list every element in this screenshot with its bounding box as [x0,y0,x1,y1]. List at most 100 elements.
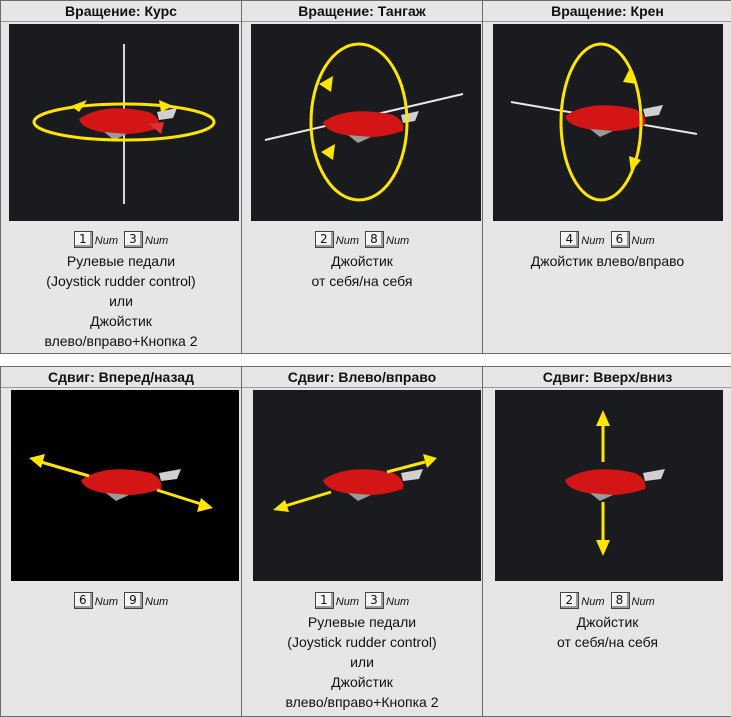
desc-line: от себя/на себя [557,634,658,650]
num-label: Num [145,596,169,608]
right-line [386,460,426,474]
numpad-key[interactable]: 1 [73,230,93,248]
left-line [284,490,332,508]
numpad-key[interactable]: 3 [365,591,384,609]
roll-diagram [510,42,698,202]
yaw-illustration [9,24,239,221]
yaw-description: Рулевые педали (Joystick rudder control)… [3,251,239,351]
numpad-key[interactable]: 6 [610,230,630,248]
forward-arrow-icon [29,454,45,468]
key-group: 8 Num [610,591,655,609]
right-arrow-icon [423,454,437,468]
up-arrow-icon [596,410,610,426]
back-line [156,488,202,506]
translation-side-title: Сдвиг: Влево/вправо [242,367,482,388]
roll-arrow-top-icon [623,70,637,84]
yaw-arrow-left-icon [71,100,87,112]
translation-vertical-title: Сдвиг: Вверх/вниз [483,367,731,388]
side-illustration [253,390,481,581]
pitch-description: Джойстик от себя/на себя [244,251,480,291]
desc-line: (Joystick rudder control) [46,273,196,289]
rotation-roll-cell: Вращение: Крен 4 Num 6 Num [483,1,731,353]
desc-line: Джойстик влево/вправо [530,253,685,269]
desc-line: от себя/на себя [311,273,413,289]
desc-line: или [109,293,133,309]
down-arrow-icon [596,540,610,556]
desc-line: или [350,654,374,670]
pitch-arrow-top-icon [319,76,333,92]
roll-ring [559,42,643,202]
numpad-key[interactable]: 2 [314,230,334,248]
ship-icon [565,105,663,137]
numpad-key[interactable]: 2 [560,591,580,609]
roll-arrow-bottom-icon [629,156,641,172]
yaw-ring [32,102,216,142]
back-arrow-icon [197,498,213,512]
num-label: Num [94,235,118,247]
translation-table: Сдвиг: Вперед/назад 6 Num 9 Num [0,366,731,717]
ship-icon [323,469,423,501]
key-group: 1 Num [73,230,118,248]
numpad-key[interactable]: 8 [610,591,630,609]
vertical-diagram [565,410,665,556]
roll-description: Джойстик влево/вправо [485,251,730,271]
key-group: 3 Num [365,591,410,609]
forward-diagram [29,454,213,512]
ship-icon [565,469,665,501]
num-label: Num [386,596,410,608]
forward-line [40,460,90,478]
ship-icon [79,108,177,140]
num-label: Num [581,596,605,608]
key-group: 4 Num [560,230,605,248]
vertical-description: Джойстик от себя/на себя [485,612,730,652]
key-group: 2 Num [314,230,359,248]
vertical-keys: 2 Num 8 Num [483,589,731,611]
translation-forward-title: Сдвиг: Вперед/назад [1,367,241,388]
key-group: 9 Num [124,591,169,609]
numpad-key[interactable]: 9 [124,591,143,609]
side-diagram [273,454,437,512]
forward-keys: 6 Num 9 Num [1,589,241,611]
side-keys: 1 Num 3 Num [242,589,482,611]
desc-line: Рулевые педали [307,614,417,630]
num-label: Num [631,235,655,247]
translation-forward-cell: Сдвиг: Вперед/назад 6 Num 9 Num [1,367,241,716]
desc-line: влево/вправо+Кнопка 2 [44,333,198,349]
num-label: Num [335,596,359,608]
num-label: Num [386,235,410,247]
key-group: 2 Num [560,591,605,609]
pitch-ring [309,42,409,202]
desc-line: Джойстик [331,674,393,690]
rotation-yaw-cell: Вращение: Курс 1 Num 3 [1,1,241,353]
numpad-key[interactable]: 8 [365,230,384,248]
numpad-key[interactable]: 4 [560,230,580,248]
rotation-yaw-title: Вращение: Курс [1,1,241,22]
num-label: Num [631,596,655,608]
ship-icon [81,469,181,501]
desc-line: Рулевые педали [66,253,176,269]
translation-vertical-cell: Сдвиг: Вверх/вниз 2 Num 8 Num [483,367,731,716]
numpad-key[interactable]: 3 [124,230,143,248]
roll-keys: 4 Num 6 Num [483,228,731,250]
left-arrow-icon [273,500,289,512]
key-group: 8 Num [365,230,410,248]
yaw-keys: 1 Num 3 Num [1,228,241,250]
rotation-pitch-title: Вращение: Тангаж [242,1,482,22]
desc-line: влево/вправо+Кнопка 2 [285,694,439,710]
numpad-key[interactable]: 6 [73,591,93,609]
pitch-arrow-bottom-icon [321,144,335,160]
vertical-illustration [495,390,723,581]
desc-line: Джойстик [576,614,639,630]
desc-line: (Joystick rudder control) [287,634,437,650]
desc-line: Джойстик [331,253,393,269]
key-group: 3 Num [124,230,168,248]
roll-illustration [493,24,723,221]
numpad-key[interactable]: 1 [314,591,334,609]
num-label: Num [581,235,605,247]
rotation-roll-title: Вращение: Крен [483,1,731,22]
side-description: Рулевые педали (Joystick rudder control)… [244,612,480,712]
pitch-keys: 2 Num 8 Num [242,228,482,250]
key-group: 6 Num [610,230,655,248]
rotation-pitch-cell: Вращение: Тангаж 2 Num 8 Num [242,1,482,353]
forward-illustration [11,390,239,581]
